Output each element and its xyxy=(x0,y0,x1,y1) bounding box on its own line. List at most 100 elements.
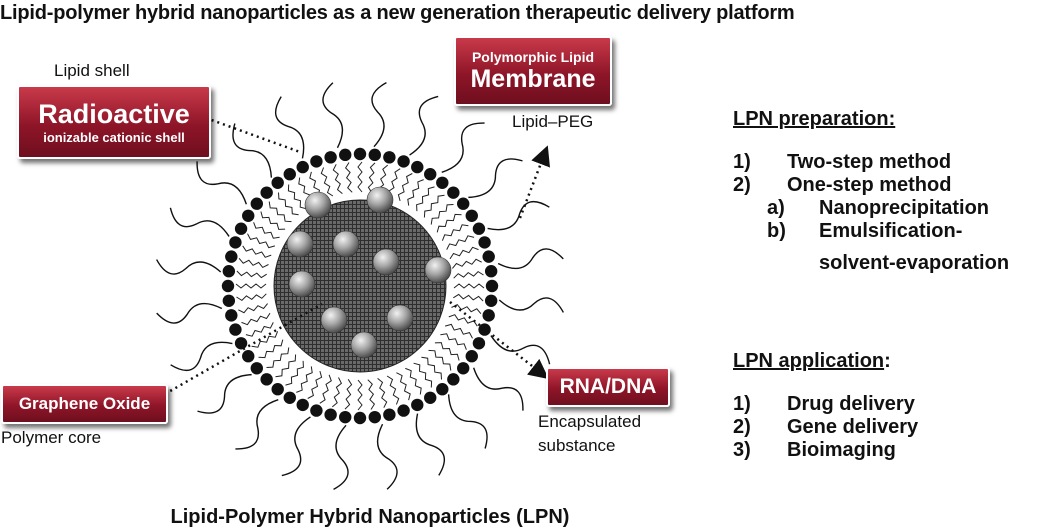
lipid-head xyxy=(368,148,381,162)
peg-tail xyxy=(472,367,524,411)
pointer-graphene xyxy=(164,302,323,396)
encapsulated-sphere xyxy=(372,248,400,276)
peg-tail xyxy=(441,122,485,174)
lipid-head xyxy=(310,404,323,417)
lipid-tail xyxy=(251,331,279,348)
graphene-oxide-text: Graphene Oxide xyxy=(18,394,151,414)
lipid-tail xyxy=(287,184,307,210)
membrane-top-text: Polymorphic Lipid xyxy=(471,48,595,65)
lipid-head xyxy=(222,265,236,278)
page-title: Lipid-polymer hybrid nanoparticles as a … xyxy=(0,2,795,24)
lipid-tail xyxy=(453,283,485,289)
lipid-tail xyxy=(307,370,323,399)
lipid-head xyxy=(221,279,235,293)
lipid-head xyxy=(353,147,367,161)
peg-tail xyxy=(274,96,305,159)
lipid-head xyxy=(242,209,255,222)
pointer-radioactive xyxy=(205,116,301,154)
lipid-head xyxy=(310,155,323,168)
label-encapsulated-substance: Encapsulated substance xyxy=(538,410,641,458)
lipid-tail xyxy=(238,303,268,314)
lipid-head xyxy=(457,362,470,375)
lipid-tail xyxy=(441,224,469,241)
item-text: Emulsification- xyxy=(819,220,963,242)
lipid-tail xyxy=(440,333,467,350)
peg-tail xyxy=(235,398,279,450)
item-text-continued: solvent-evaporation xyxy=(819,252,1010,274)
lipid-head xyxy=(250,362,263,375)
lipid-tail xyxy=(413,362,433,388)
peg-tail xyxy=(376,423,398,490)
lipid-tail xyxy=(451,303,482,315)
peg-tail xyxy=(322,82,344,149)
lipid-tail xyxy=(236,270,267,279)
item-text: Two-step method xyxy=(787,151,952,173)
lipid-tail xyxy=(278,192,299,216)
rna-dna-text: RNA/DNA xyxy=(559,374,657,398)
item-number: 2) xyxy=(733,416,751,438)
lipid-head xyxy=(424,391,437,404)
peg-tail xyxy=(498,297,564,313)
lipid-shell xyxy=(221,147,499,425)
lipid-tail xyxy=(396,372,411,401)
lipid-head xyxy=(339,148,352,162)
lipid-tail xyxy=(452,258,482,269)
peg-tail xyxy=(409,95,439,156)
peg-tail xyxy=(490,335,551,365)
lipid-head xyxy=(353,411,367,425)
lipid-head xyxy=(324,151,337,164)
lipid-head xyxy=(478,236,491,249)
lipid-head xyxy=(411,160,424,174)
lipid-head xyxy=(283,168,296,181)
item-number: 1) xyxy=(733,151,751,173)
lipid-tail xyxy=(245,322,274,337)
lipid-head xyxy=(368,410,381,424)
lipid-tail xyxy=(241,312,271,326)
pointer-lipid-peg xyxy=(518,145,550,219)
preparation-panel: LPN preparation: 1) Two-step method 2) O… xyxy=(733,108,1009,274)
lipid-tail xyxy=(449,246,479,260)
lipid-head xyxy=(436,176,449,189)
lipid-tail xyxy=(344,162,353,193)
lipid-tail xyxy=(247,233,276,249)
lipid-tail xyxy=(344,379,353,410)
lipid-head xyxy=(482,250,495,263)
lipid-head xyxy=(465,209,478,222)
lipid-head xyxy=(296,160,309,174)
lipid-tail xyxy=(416,186,435,212)
lipid-head xyxy=(447,373,460,386)
lipid-tail xyxy=(332,164,343,194)
lipid-head xyxy=(484,265,498,278)
lipid-tail xyxy=(367,162,376,193)
lipid-tail xyxy=(253,222,280,239)
item-text: Bioimaging xyxy=(787,439,896,461)
lipid-tail xyxy=(405,367,422,395)
encapsulated-sphere xyxy=(366,186,394,214)
lpn-diagram xyxy=(156,82,564,490)
lipid-tail xyxy=(275,354,297,378)
lipid-tail xyxy=(444,323,473,339)
lipid-tail xyxy=(421,356,442,380)
encapsulated-sphere xyxy=(424,256,452,284)
lipid-head xyxy=(383,408,396,421)
lipid-tail xyxy=(285,360,304,386)
lipid-head xyxy=(424,168,437,181)
label-polymer-core: Polymer core xyxy=(1,428,102,447)
peg-tail xyxy=(196,161,248,205)
pointer-rna xyxy=(449,301,549,380)
lipid-head xyxy=(234,337,248,350)
lipid-peg-tails xyxy=(156,82,564,490)
lipid-tail xyxy=(386,375,400,405)
lipid-head xyxy=(271,176,284,189)
lipid-tail xyxy=(268,201,292,223)
item-number: b) xyxy=(767,220,786,242)
lipid-head xyxy=(339,410,352,424)
lipid-head xyxy=(436,383,449,396)
peg-tail xyxy=(415,413,446,476)
encapsulated-particles xyxy=(286,186,452,359)
diagram-caption: Lipid-Polymer Hybrid Nanoparticles (LPN) xyxy=(170,506,570,528)
item-number: 2) xyxy=(733,174,751,196)
application-heading-colon: : xyxy=(884,350,891,372)
lipid-tail xyxy=(436,213,462,233)
lipid-head xyxy=(242,350,255,363)
